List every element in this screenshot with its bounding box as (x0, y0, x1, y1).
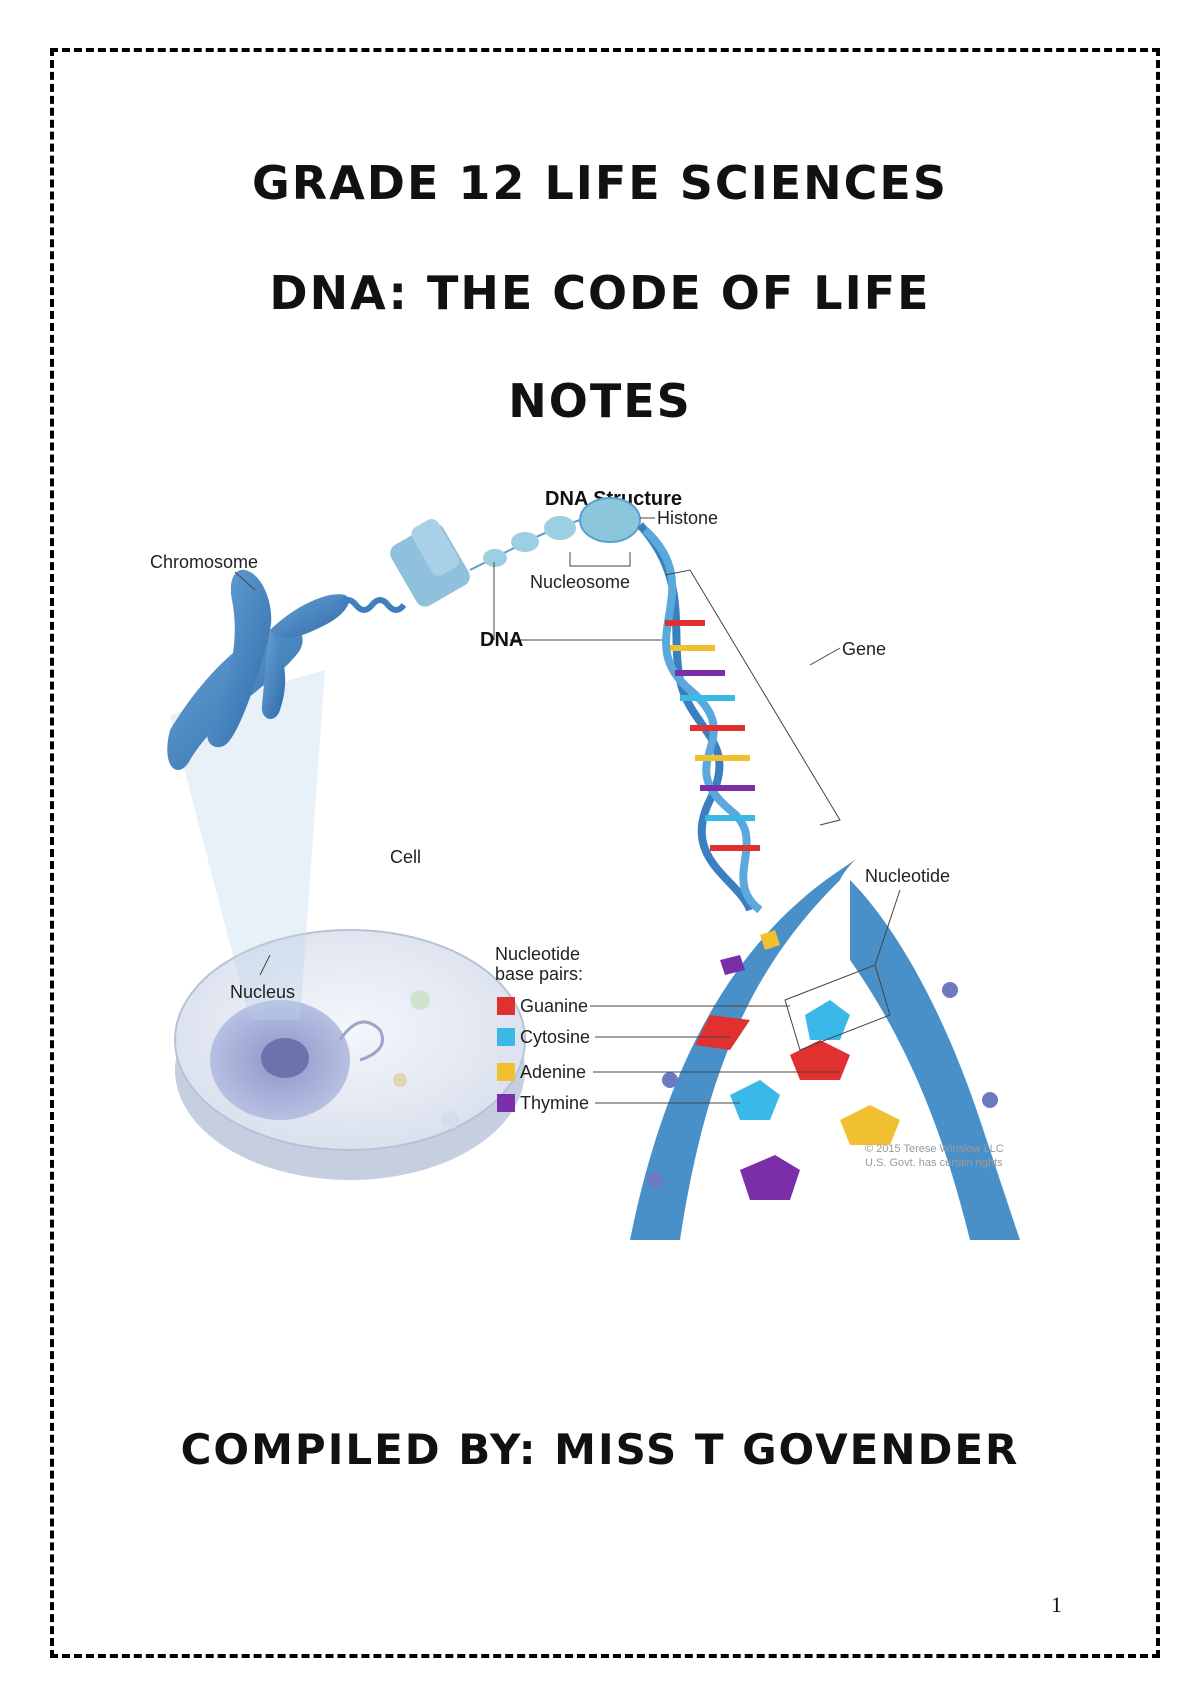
legend-label-adenine: Adenine (520, 1062, 586, 1082)
label-nucleosome: Nucleosome (530, 572, 630, 592)
label-histone: Histone (657, 508, 718, 528)
legend-label-guanine: Guanine (520, 996, 588, 1016)
chromatin-fiber (390, 519, 470, 607)
legend-label-cytosine: Cytosine (520, 1027, 590, 1047)
dna-structure-figure: DNA Structure (150, 480, 1080, 1240)
legend-title-2: base pairs: (495, 964, 583, 984)
compiled-by: COMPILED BY: MISS T GOVENDER (180, 1425, 1020, 1474)
base-pair-legend: Nucleotide base pairs: Guanine Cytosine … (495, 944, 840, 1113)
label-chromosome: Chromosome (150, 552, 258, 572)
title-line-1: GRADE 12 LIFE SCIENCES (252, 156, 948, 210)
label-dna: DNA (480, 629, 523, 651)
copyright-line-2: U.S. Govt. has certain rights (865, 1157, 1003, 1169)
copyright-line-1: © 2015 Terese Winslow LLC (865, 1143, 1004, 1155)
page-border (50, 48, 1160, 1658)
legend-swatch-cytosine (497, 1028, 515, 1046)
legend-swatch-adenine (497, 1063, 515, 1081)
legend-label-thymine: Thymine (520, 1093, 589, 1113)
histone-shape (579, 497, 641, 543)
label-cell: Cell (390, 847, 421, 867)
chromosome-illustration (167, 569, 349, 770)
page-number: 1 (1051, 1592, 1062, 1617)
label-gene: Gene (842, 639, 886, 659)
cell-illustration (174, 929, 526, 1180)
label-nucleus: Nucleus (230, 982, 295, 1002)
legend-swatch-thymine (497, 1094, 515, 1112)
title-line-2: DNA: THE CODE OF LIFE (269, 266, 931, 320)
dna-structure-illustration: DNA Structure (150, 488, 1020, 1240)
nucleotide-zoom (630, 859, 1020, 1240)
legend-swatch-guanine (497, 997, 515, 1015)
legend-title-1: Nucleotide (495, 944, 580, 964)
label-nucleotide: Nucleotide (865, 866, 950, 886)
dna-double-helix (637, 522, 763, 914)
title-line-3: NOTES (508, 374, 692, 428)
